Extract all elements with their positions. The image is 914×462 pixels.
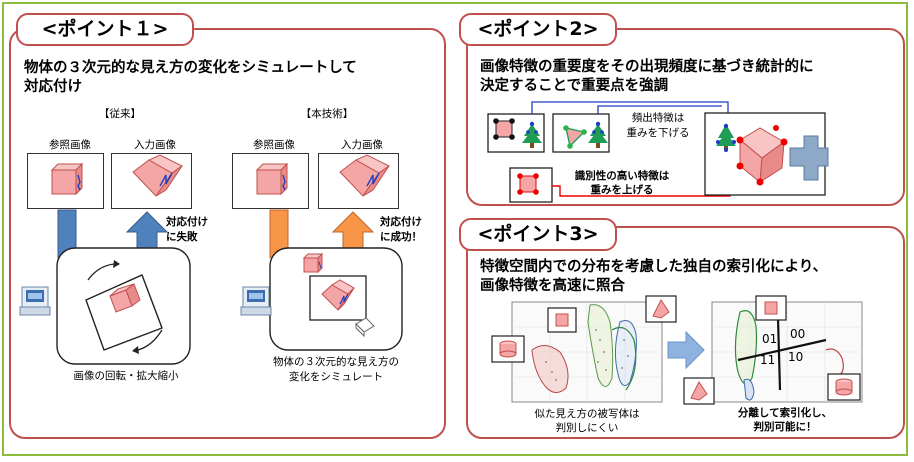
cube-icon <box>517 173 539 195</box>
this-tech-caption-line1: 物体の３次元的な見え方の <box>273 356 399 368</box>
distribution-blob <box>743 378 755 401</box>
distribution-blob <box>825 348 844 377</box>
this-tech-label: 【本技術】 <box>300 108 354 120</box>
index-label-10: 10 <box>788 350 804 364</box>
cube-icon <box>493 118 515 140</box>
scatter-dots <box>545 329 629 381</box>
tree-icon <box>716 123 736 152</box>
distribution-blob <box>531 345 569 393</box>
rotated-cube-icon <box>132 154 183 197</box>
outer-frame <box>2 2 908 456</box>
this-tech-result-line1: 対応付け <box>380 216 422 228</box>
rotated-cube-icon <box>321 279 355 311</box>
point1-tag: <ポイント１> <box>16 13 194 46</box>
conventional-result-line1: 対応付け <box>166 216 208 228</box>
right-caption-line2: 判別可能に！ <box>753 421 817 433</box>
partition-line <box>776 317 782 391</box>
conventional-result-line2: に失敗 <box>166 231 198 243</box>
this-tech-ref-label: 参照画像 <box>253 139 295 151</box>
cube-outline-icon <box>355 317 375 338</box>
frequent-label-line1: 頻出特徴は <box>631 112 685 124</box>
feature-point-icon <box>526 121 604 134</box>
index-label-11: 11 <box>760 353 776 367</box>
conventional-caption: 画像の回転・拡大縮小 <box>73 370 179 382</box>
point3-heading-line2: 画像特徴を高速に照合 <box>480 278 625 294</box>
triangle-icon <box>563 125 587 149</box>
point2-heading-line1: 画像特徴の重要度をその出現頻度に基づき統計的に <box>480 59 814 75</box>
cube-icon <box>736 125 788 186</box>
left-caption-line1: 似た見え方の被写体は <box>534 408 640 420</box>
left-caption-line2: 判別しにくい <box>555 422 619 434</box>
thumb-cylinder <box>827 373 861 401</box>
point2-tag: <ポイント2> <box>459 13 617 46</box>
this-tech-input-label: 入力画像 <box>341 139 383 151</box>
cube-icon <box>50 162 84 196</box>
partition-line <box>737 338 827 362</box>
point1-heading-line1: 物体の３次元的な見え方の変化をシミュレートして <box>24 60 357 76</box>
distribution-blob <box>587 304 614 387</box>
right-arrow <box>667 330 705 370</box>
rotated-image <box>85 274 163 351</box>
conventional-label: 【従来】 <box>99 108 141 120</box>
thumb-cube <box>547 307 577 333</box>
point1-panel <box>9 28 446 439</box>
rotate-arrow-icon <box>87 263 115 281</box>
distinct-label-line1: 識別性の高い特徴は <box>574 170 670 182</box>
point3-tag: <ポイント3> <box>459 218 617 251</box>
distribution-blob <box>734 310 758 385</box>
rotated-cube-icon <box>339 154 390 197</box>
right-caption-line1: 分離して索引化し、 <box>737 407 833 419</box>
computer-icon <box>240 286 272 316</box>
cross-shape-icon <box>789 135 829 181</box>
frequent-label-line2: 重みを下げる <box>626 127 690 139</box>
small-cube-icon <box>302 252 324 274</box>
point2-heading-line2: 決定することで重要点を強調 <box>480 78 669 94</box>
index-label-01: 01 <box>762 332 778 346</box>
distribution-blob <box>611 327 637 391</box>
rotate-arrow-icon <box>137 329 163 351</box>
conventional-input-label: 入力画像 <box>134 139 176 151</box>
point1-heading-line2: 対応付け <box>24 79 82 95</box>
this-tech-caption-line2: 変化をシミュレート <box>288 371 384 383</box>
index-label-00: 00 <box>790 327 806 341</box>
thumb-cylinder <box>491 335 525 363</box>
conventional-ref-label: 参照画像 <box>49 139 91 151</box>
distinct-label-line2: 重みを上げる <box>590 184 654 196</box>
point3-heading-line1: 特徴空間内での分布を考慮した独自の索引化により、 <box>480 259 828 275</box>
computer-icon <box>19 286 51 316</box>
cube-icon <box>255 162 289 196</box>
this-tech-result-line2: に成功！ <box>380 231 422 243</box>
frequent-feature-link <box>597 105 722 114</box>
